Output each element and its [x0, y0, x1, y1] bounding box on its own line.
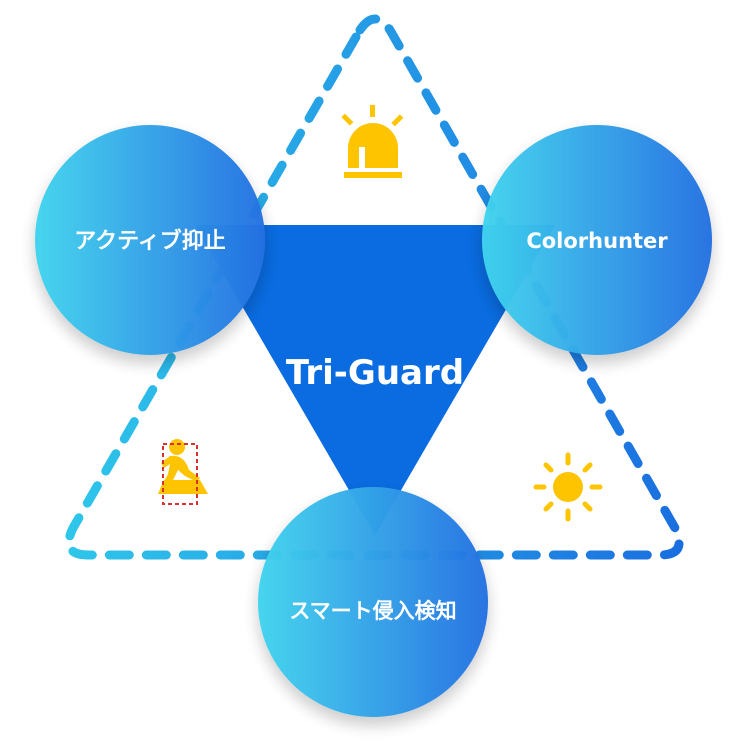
sun-icon [533, 452, 603, 522]
node-smart-intrusion-detection: スマート侵入検知 [258, 487, 488, 717]
person-detection-icon [158, 439, 208, 505]
node-label: アクティブ抑止 [74, 228, 226, 254]
center-triangle [195, 225, 555, 535]
center-title: Tri-Guard [286, 353, 464, 393]
node-label: スマート侵入検知 [289, 599, 456, 623]
node-active-deterrence: アクティブ抑止 [35, 125, 265, 355]
node-label: Colorhunter [526, 229, 668, 253]
dashed-triangle-outline [64, 14, 684, 560]
node-colorhunter: Colorhunter [482, 125, 712, 355]
alarm-light-icon [341, 105, 404, 178]
